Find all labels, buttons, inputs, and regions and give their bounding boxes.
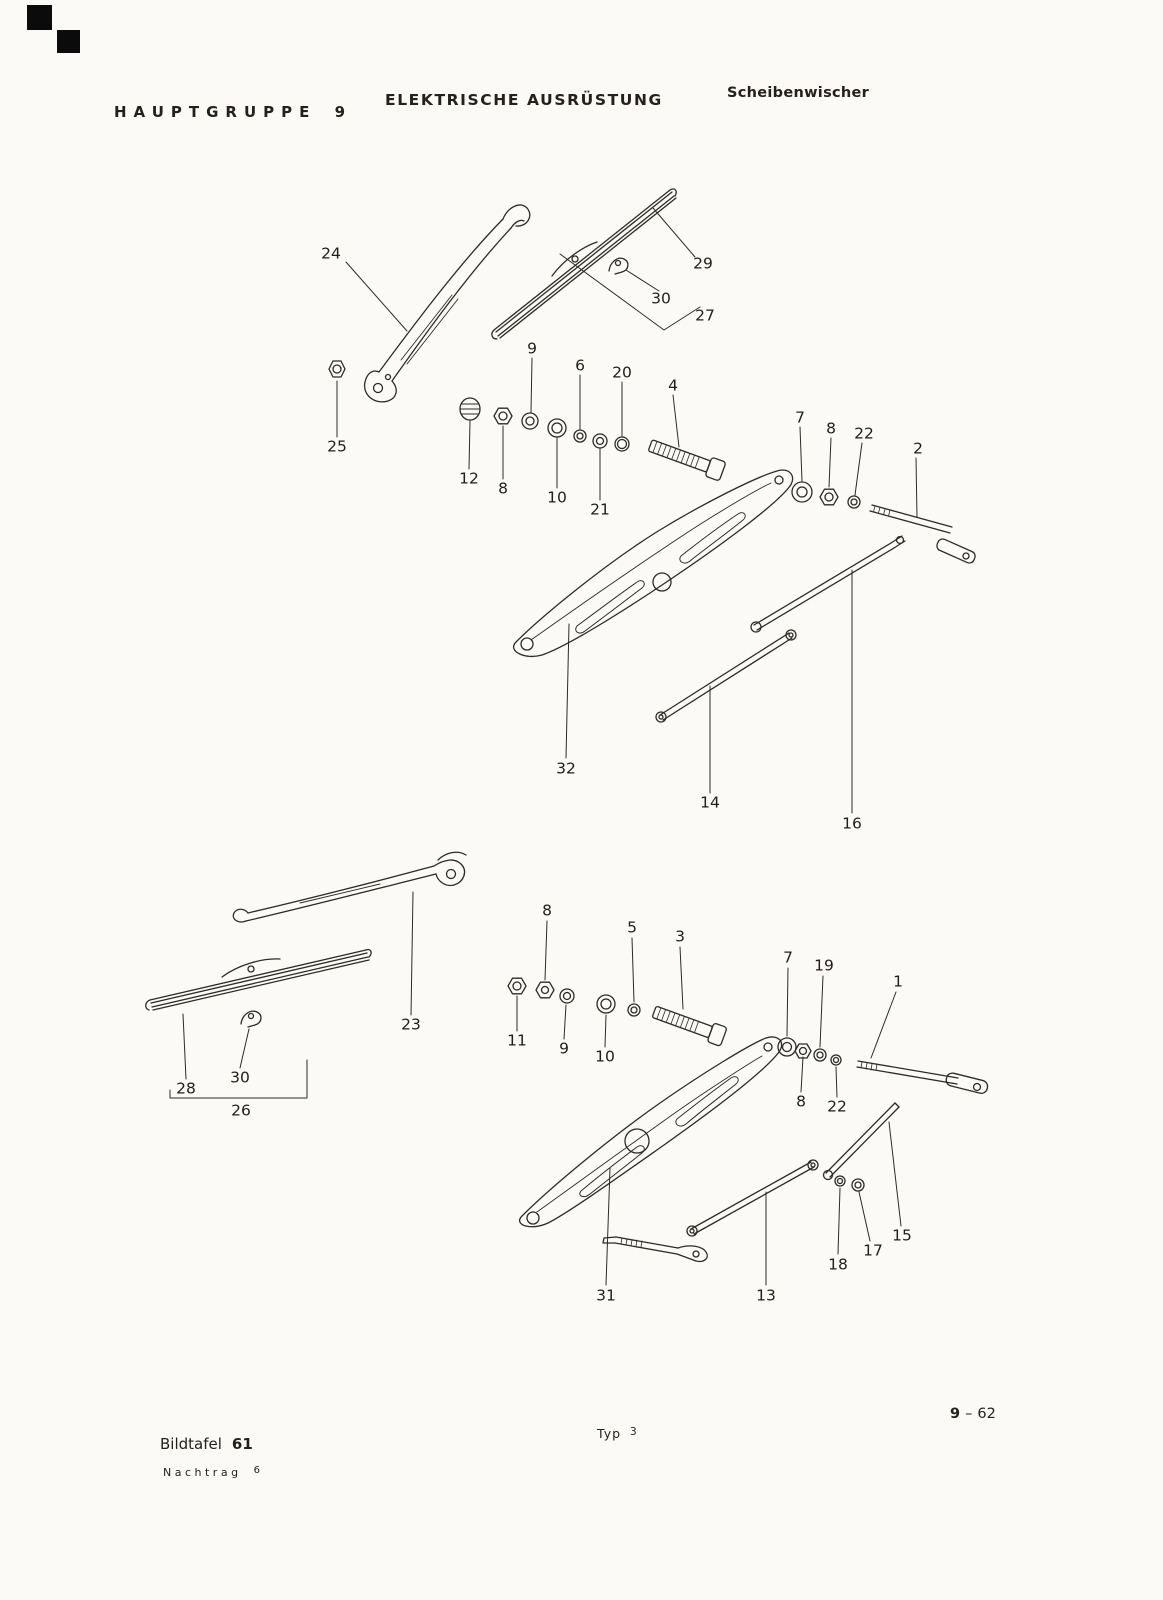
plate-reference: Bildtafel 61: [160, 1435, 253, 1453]
lower-blade-clip: [240, 1010, 262, 1028]
lower-drive-shaft: [856, 1060, 989, 1095]
lower-linkage-arm: [519, 1036, 783, 1228]
upper-leader-lines: [336, 207, 918, 814]
supplement-reference: Nachtrag 6: [163, 1465, 260, 1479]
upper-shaft-small-parts: [459, 397, 630, 452]
type-label: Typ: [597, 1426, 622, 1441]
upper-wiper-arm: [363, 204, 531, 403]
lower-end-washers: [834, 1175, 865, 1192]
page-separator: –: [965, 1406, 973, 1422]
upper-wiper-blade: [491, 188, 677, 340]
main-group-heading: HAUPTGRUPPE 9: [114, 103, 353, 121]
lower-pivot-washers: [777, 1037, 842, 1066]
page-subtitle: Scheibenwischer: [727, 85, 870, 101]
registration-mark: [27, 5, 52, 30]
upper-pivot-washers: [791, 481, 861, 509]
type-reference: Typ 3: [597, 1426, 637, 1441]
lower-crank-bolt: [602, 1236, 708, 1263]
lower-link-rod-long: [822, 1102, 900, 1181]
page-number: 62: [977, 1406, 996, 1422]
section-title: ELEKTRISCHE AUSRÜSTUNG: [385, 91, 663, 109]
lower-link-bolt: [652, 1005, 727, 1047]
page-reference: 9–62: [950, 1406, 996, 1422]
supplement-number: 6: [253, 1465, 260, 1476]
registration-mark: [57, 30, 80, 53]
lower-shaft-small-parts: [507, 977, 641, 1017]
plate-label: Bildtafel: [160, 1435, 222, 1453]
upper-link-rod-short: [655, 629, 797, 723]
upper-blade-clip: [608, 257, 629, 275]
type-number: 3: [630, 1426, 637, 1438]
lower-wiper-arm: [232, 851, 467, 923]
upper-drive-shaft: [869, 504, 976, 564]
lower-link-rod-short: [686, 1159, 819, 1237]
page-group-number: 9: [950, 1406, 961, 1422]
upper-arm-nut: [328, 360, 346, 378]
lower-wiper-blade: [145, 948, 372, 1011]
upper-link-bolt: [648, 439, 726, 481]
supplement-label: Nachtrag: [163, 1466, 242, 1479]
upper-linkage-arm: [513, 469, 794, 657]
plate-number: 61: [231, 1435, 253, 1453]
upper-link-rod-long: [750, 535, 906, 633]
lower-leader-lines: [169, 891, 902, 1286]
